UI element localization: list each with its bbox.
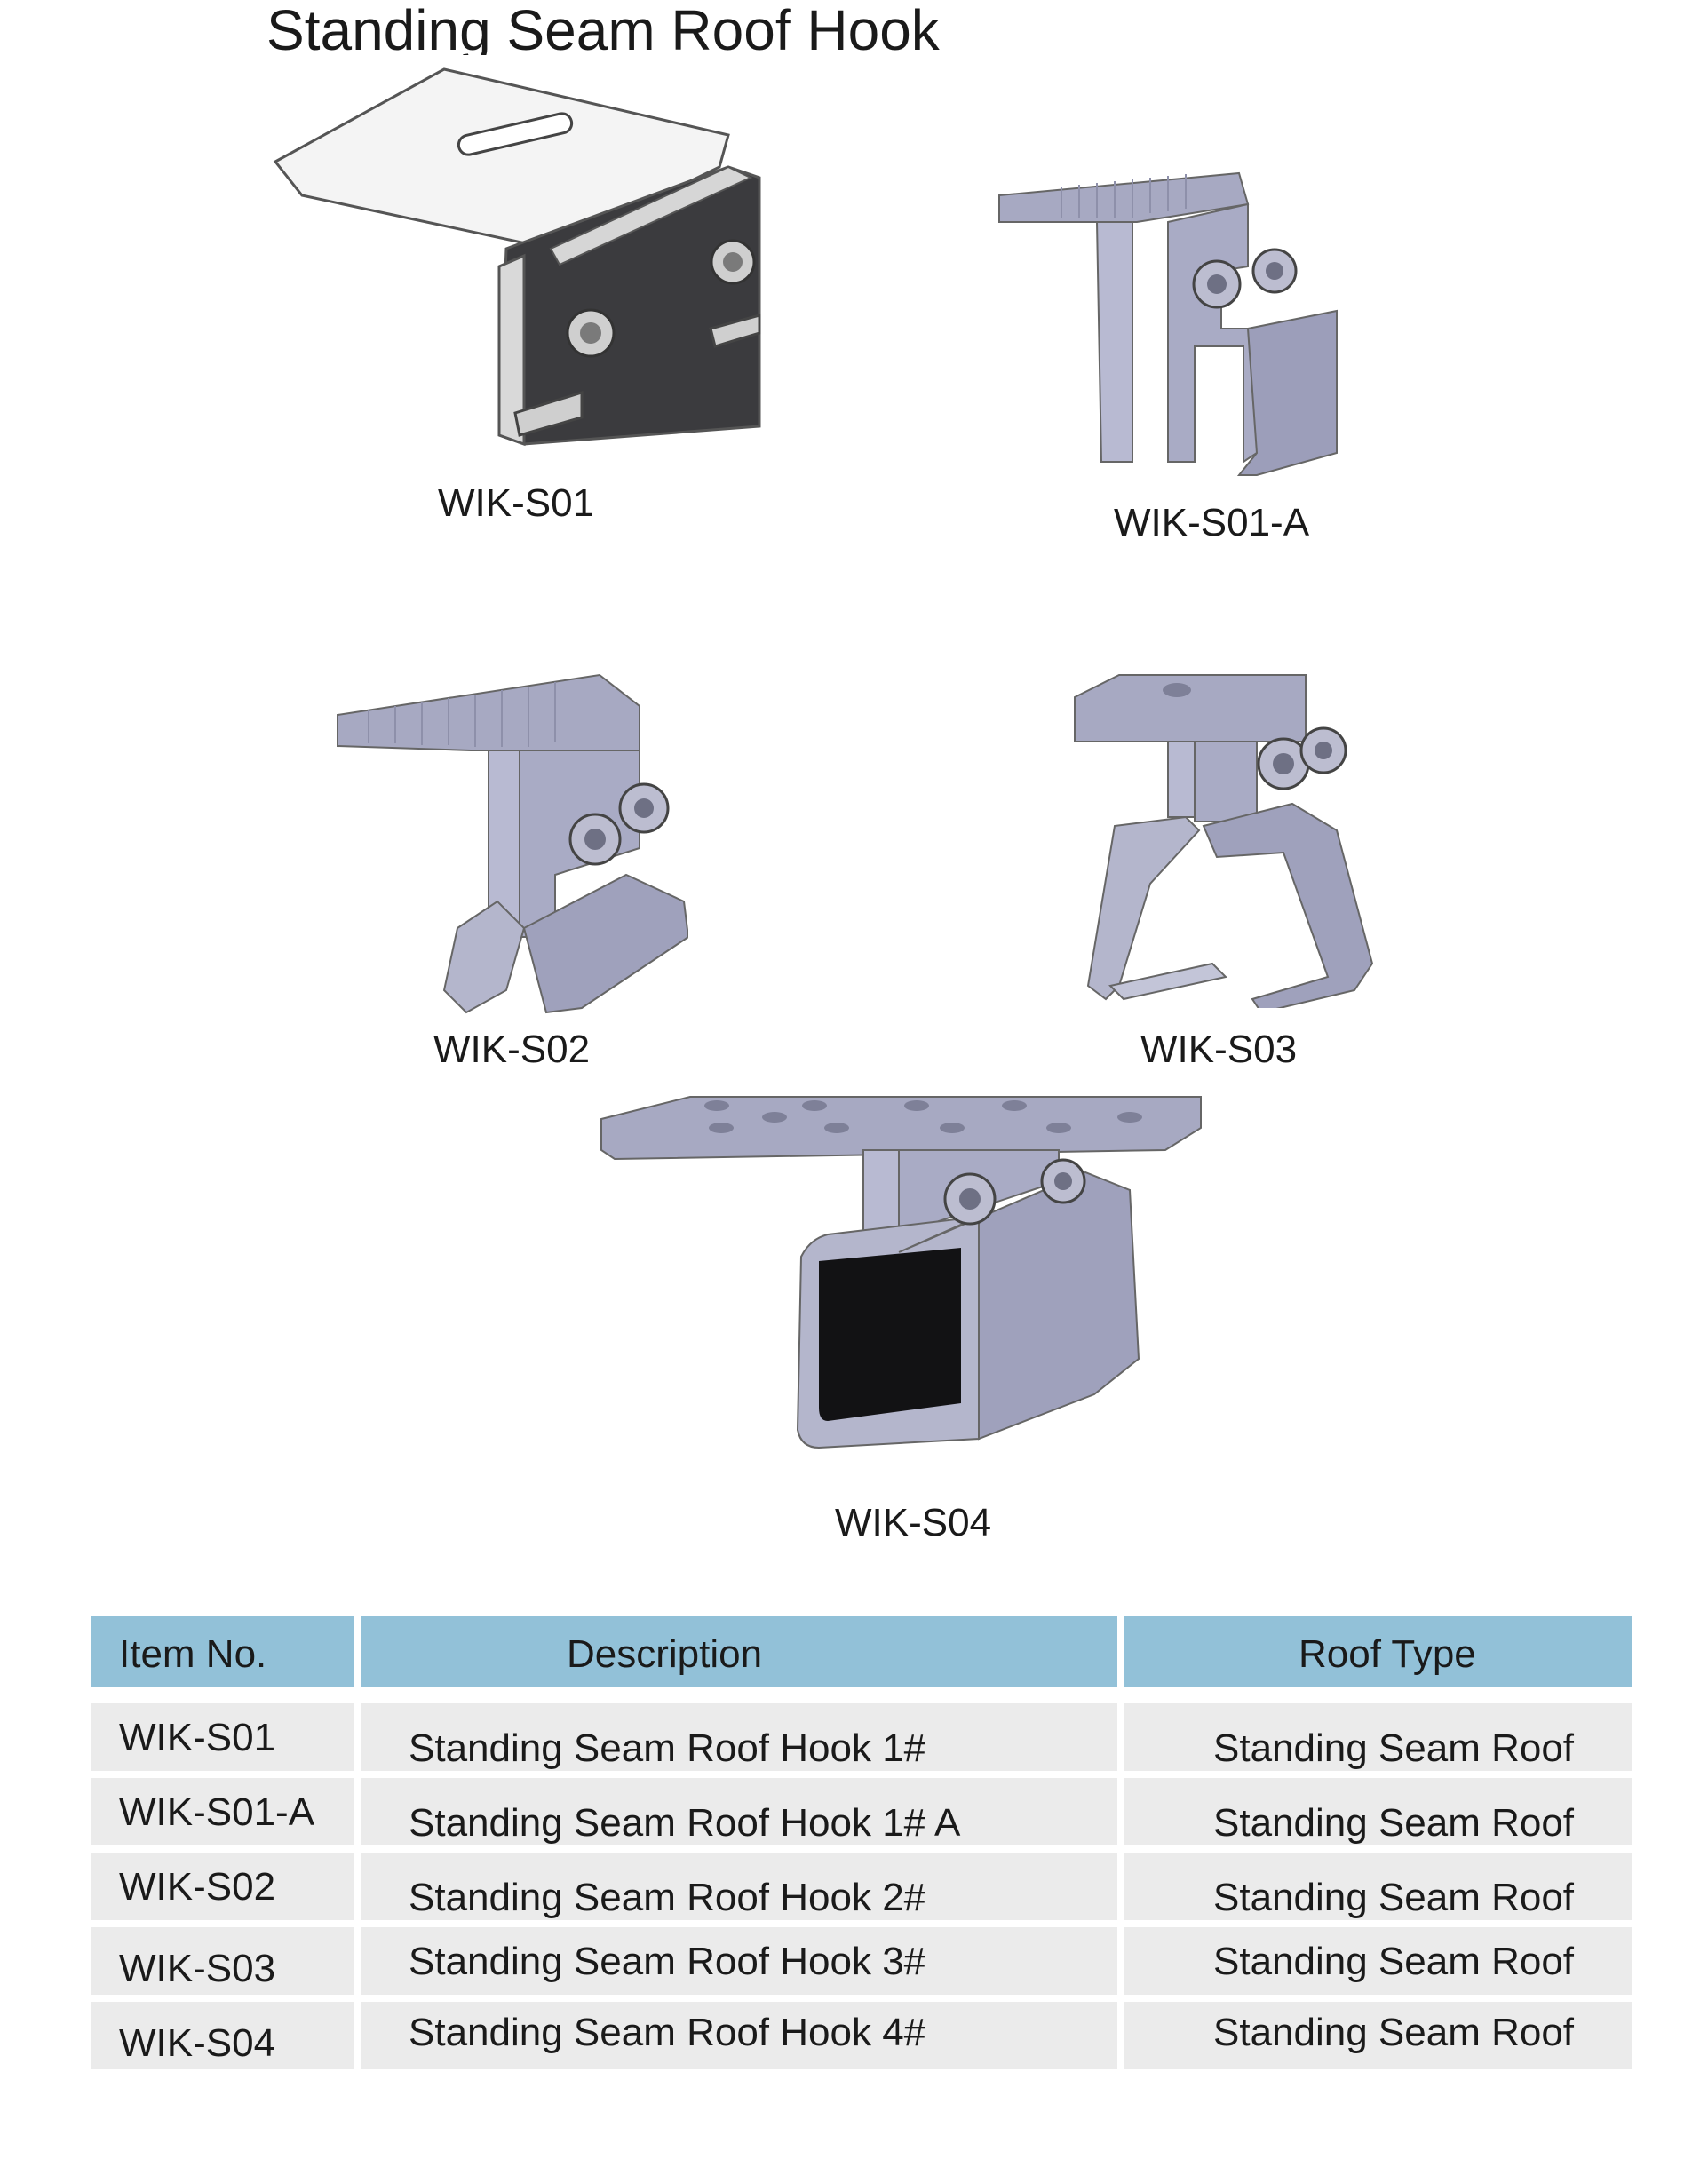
cell-description: Standing Seam Roof Hook 2#	[361, 1853, 1117, 1920]
product-wik-s01	[266, 62, 782, 453]
product-code-wik-s03: WIK-S03	[1140, 1028, 1298, 1071]
cell-description: Standing Seam Roof Hook 1# A	[361, 1778, 1117, 1845]
hook-s04-image	[600, 1096, 1202, 1449]
page-title: Standing Seam Roof Hook	[266, 2, 940, 55]
table-row: WIK-S01 Standing Seam Roof Hook 1# Stand…	[91, 1703, 1632, 1771]
product-wik-s03	[1070, 671, 1386, 1008]
cell-item-no: WIK-S01-A	[91, 1778, 354, 1845]
header-item-no: Item No.	[91, 1616, 354, 1687]
table-header-row: Item No. Description Roof Type	[91, 1616, 1632, 1687]
product-code-wik-s02: WIK-S02	[433, 1028, 591, 1071]
table-row: WIK-S01-A Standing Seam Roof Hook 1# A S…	[91, 1778, 1632, 1845]
table-row: WIK-S03 Standing Seam Roof Hook 3# Stand…	[91, 1927, 1632, 1995]
header-description: Description	[361, 1616, 1117, 1687]
hook-s01-image	[273, 67, 761, 447]
product-wik-s02	[333, 671, 688, 1017]
hook-s01a-image	[998, 171, 1338, 476]
header-roof-type: Roof Type	[1124, 1616, 1632, 1687]
cell-description: Standing Seam Roof Hook 3#	[361, 1927, 1117, 1995]
cell-roof-type: Standing Seam Roof	[1124, 1703, 1632, 1771]
product-code-wik-s01-a: WIK-S01-A	[1114, 501, 1310, 544]
cell-roof-type: Standing Seam Roof	[1124, 2002, 1632, 2069]
hook-s03-image	[1074, 674, 1374, 1008]
hook-s02-image	[337, 673, 688, 1014]
cell-roof-type: Standing Seam Roof	[1124, 1853, 1632, 1920]
cell-roof-type: Standing Seam Roof	[1124, 1778, 1632, 1845]
product-code-wik-s04: WIK-S04	[835, 1501, 992, 1544]
product-wik-s04	[597, 1092, 1210, 1457]
cell-item-no: WIK-S02	[91, 1853, 354, 1920]
product-wik-s01a	[990, 169, 1354, 488]
product-code-wik-s01: WIK-S01	[438, 481, 595, 525]
cell-description: Standing Seam Roof Hook 4#	[361, 2002, 1117, 2069]
cell-description: Standing Seam Roof Hook 1#	[361, 1703, 1117, 1771]
cell-item-no: WIK-S01	[91, 1703, 354, 1771]
cell-item-no: WIK-S03	[91, 1927, 354, 1995]
table-row: WIK-S02 Standing Seam Roof Hook 2# Stand…	[91, 1853, 1632, 1920]
cell-roof-type: Standing Seam Roof	[1124, 1927, 1632, 1995]
cell-item-no: WIK-S04	[91, 2002, 354, 2069]
table-row: WIK-S04 Standing Seam Roof Hook 4# Stand…	[91, 2002, 1632, 2069]
